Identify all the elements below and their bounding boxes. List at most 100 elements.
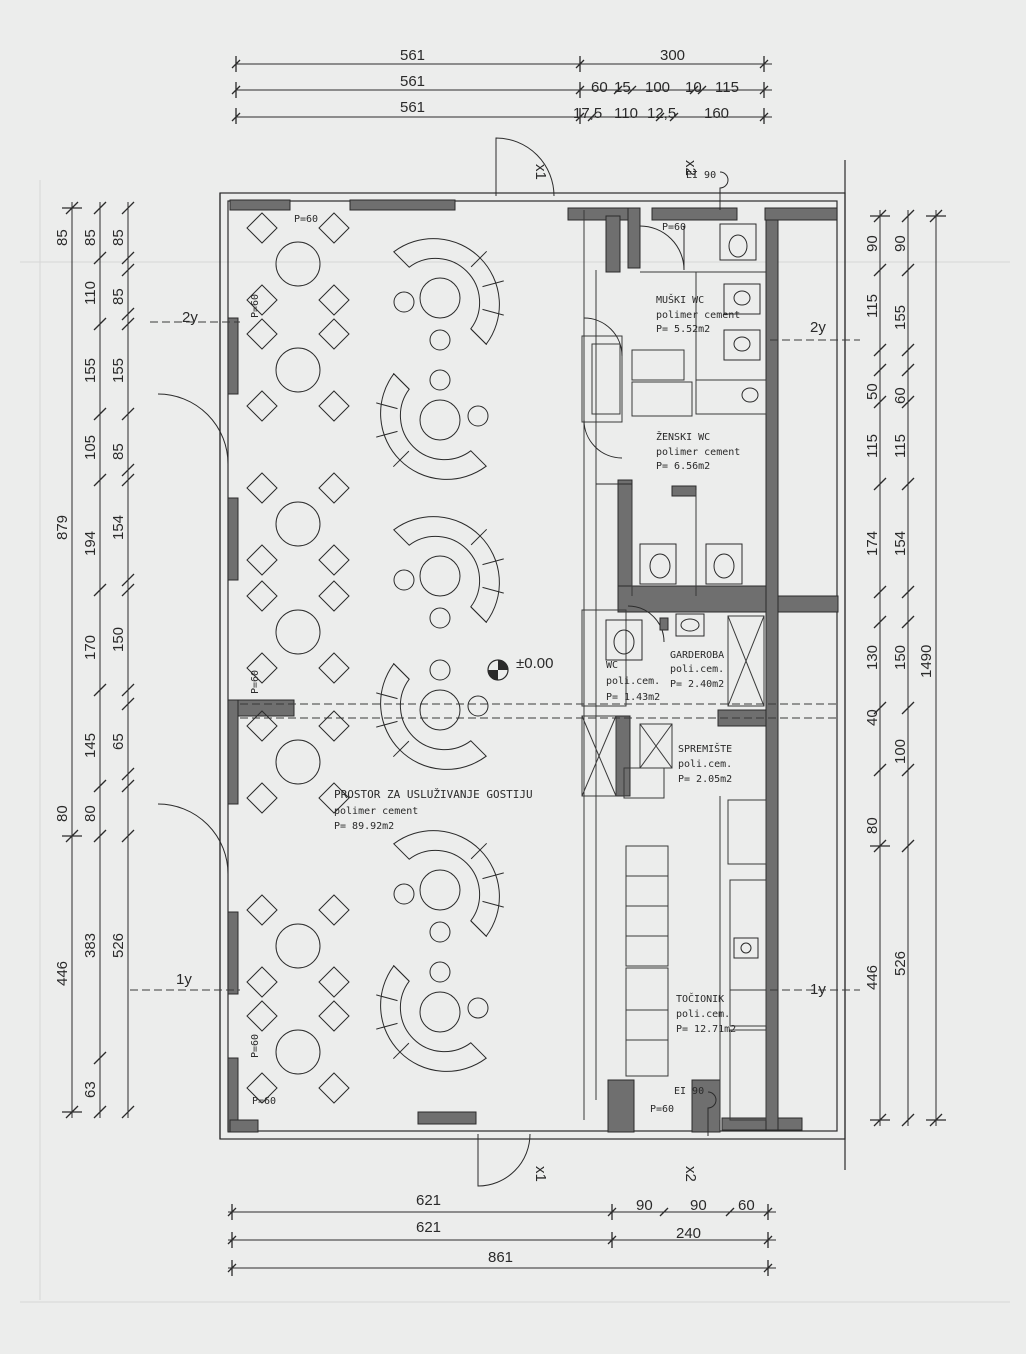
room-spremiste-finish: poli.cem. — [678, 759, 732, 770]
section-1y-left: 1y — [176, 971, 192, 988]
bench-curved — [393, 516, 500, 623]
chair-diamond — [246, 652, 278, 684]
dim-bot-2-b: 240 — [676, 1225, 701, 1242]
dim-right-mid-8: 80 — [864, 817, 881, 834]
chair-diamond — [318, 544, 350, 576]
dim-left-inner-6: 150 — [110, 627, 127, 652]
section-marks: 2y 2y 1y 1y x1 x1 x2 x2 — [176, 160, 826, 1182]
section-x1-bottom: x1 — [532, 1166, 549, 1182]
chair-diamond — [318, 710, 350, 742]
door-garderoba — [627, 605, 665, 643]
dim-top-2-f: 115 — [715, 79, 739, 96]
table-round — [275, 501, 321, 547]
chair-diamond — [318, 580, 350, 612]
room-tocionik-name: TOČIONIK — [676, 992, 724, 1005]
stool — [429, 607, 451, 629]
chair-diamond — [318, 284, 350, 316]
window-label-3: P=60 — [250, 294, 261, 318]
bench-divider — [392, 964, 410, 982]
bench-divider — [482, 308, 504, 316]
dim-left-mid-6: 170 — [82, 635, 99, 660]
room-garderoba-area: P= 2.40m2 — [670, 679, 724, 690]
bench-divider — [470, 842, 488, 860]
room-main-name: PROSTOR ZA USLUŽIVANJE GOSTIJU — [334, 788, 533, 801]
dim-left-inner-5: 154 — [110, 515, 127, 540]
dim-top-2-a: 561 — [400, 73, 425, 90]
dim-top-3-b: 17,5 — [573, 105, 602, 122]
door-top-entrance — [495, 137, 555, 197]
dim-top-3-c: 110 — [614, 105, 638, 122]
dim-bot-2-a: 621 — [416, 1219, 441, 1236]
dim-right-inner-2: 155 — [892, 305, 909, 330]
bench-divider — [376, 692, 398, 700]
chair-diamond — [318, 652, 350, 684]
dim-top-3-d: 12,5 — [647, 105, 676, 122]
room-zenski-area: P= 6.56m2 — [656, 461, 710, 472]
table-round — [275, 923, 321, 969]
chair-diamond — [246, 1000, 278, 1032]
room-wc-area: P= 1.43m2 — [606, 692, 660, 703]
bench-divider — [392, 450, 410, 468]
dim-left-inner-9: 526 — [110, 933, 127, 958]
bench-divider — [376, 402, 398, 410]
chair-diamond — [246, 472, 278, 504]
room-wc-name: WC — [606, 660, 618, 671]
chair-diamond — [246, 284, 278, 316]
room-muski-area: P= 5.52m2 — [656, 324, 710, 335]
room-spremiste-name: SPREMIŠTE — [678, 742, 732, 755]
top-dimension-lines — [231, 56, 772, 124]
bench-curved — [393, 238, 500, 345]
dim-left-mid-10: 63 — [82, 1081, 99, 1098]
dim-right-mid-7: 40 — [864, 709, 881, 726]
dim-left-inner-7: 65 — [110, 733, 127, 750]
section-x1-top: x1 — [532, 164, 549, 180]
window-label-4: P=60 — [250, 670, 261, 694]
bench-divider — [482, 900, 504, 908]
chair-diamond — [318, 212, 350, 244]
dim-right-mid-2: 115 — [864, 294, 881, 318]
stool — [429, 659, 451, 681]
dim-left-mid-2: 110 — [82, 281, 99, 305]
door-wc-z — [583, 419, 623, 459]
chair-diamond — [246, 782, 278, 814]
fire-door-label-2: EI 90 — [674, 1086, 704, 1097]
tables-group — [246, 212, 504, 1104]
sanitary-fixtures — [605, 223, 761, 959]
dim-top-2-c: 15 — [614, 79, 631, 96]
window-label-2: P=60 — [662, 222, 686, 233]
dim-right-mid-9: 446 — [864, 965, 881, 990]
window-label-1: P=60 — [294, 214, 318, 225]
bench-divider — [470, 328, 488, 346]
chair-diamond — [318, 894, 350, 926]
door-wc-passage — [583, 317, 623, 357]
level-label: ±0.00 — [516, 655, 553, 672]
dim-top-2-e: 10 — [685, 79, 702, 96]
bench-divider — [376, 720, 398, 728]
dim-left-outer-446: 446 — [54, 961, 71, 986]
bench-divider — [392, 1042, 410, 1060]
toilet-icon — [719, 223, 757, 261]
table-round — [275, 739, 321, 785]
room-zenski-finish: polimer cement — [656, 447, 740, 458]
stool — [393, 291, 415, 313]
bench-divider — [376, 430, 398, 438]
stool — [467, 997, 489, 1019]
stool — [429, 961, 451, 983]
dim-right-inner-9: 526 — [892, 951, 909, 976]
stool — [467, 405, 489, 427]
dim-left-inner-3: 155 — [110, 358, 127, 383]
dim-right-mid-5: 174 — [864, 531, 881, 556]
wall-segments — [227, 199, 839, 1133]
dim-right-mid-4: 115 — [864, 434, 881, 458]
bench-divider — [392, 372, 410, 390]
table-round — [419, 991, 461, 1033]
chair-diamond — [246, 318, 278, 350]
window-label-6: P=60 — [252, 1096, 276, 1107]
chair-diamond — [246, 710, 278, 742]
bench-divider — [470, 528, 488, 546]
dim-right-outer-1490: 1490 — [918, 645, 935, 678]
chair-diamond — [246, 212, 278, 244]
dim-top-3-e: 160 — [704, 105, 729, 122]
bench-divider — [392, 740, 410, 758]
